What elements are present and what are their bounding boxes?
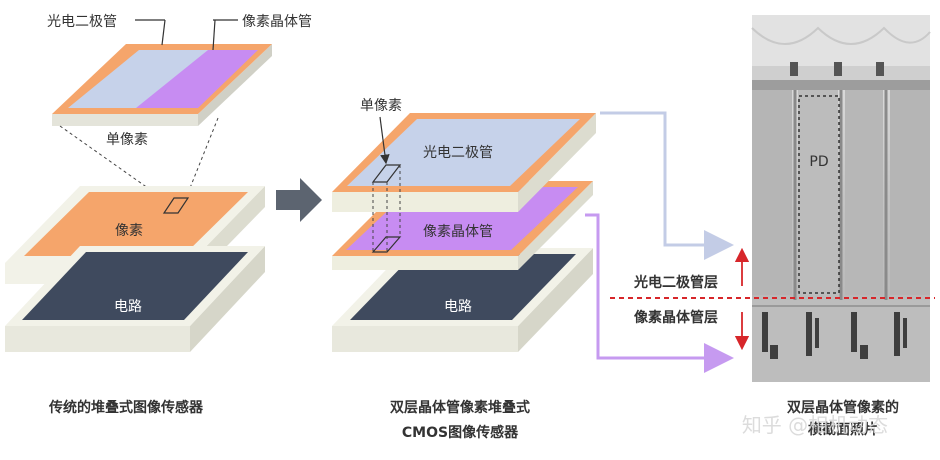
callout-line-photodiode	[161, 19, 166, 46]
pixel-bottom-marker	[371, 236, 402, 253]
left-caption: 传统的堆叠式图像传感器	[48, 399, 204, 416]
middle-photodiode-label: 光电二极管	[423, 145, 493, 161]
watermark: 知乎 @相机动态	[742, 413, 888, 437]
middle-single-pixel-label: 单像素	[360, 98, 402, 114]
callout-line-transistor	[212, 19, 216, 51]
middle-caption-line2: CMOS图像传感器	[402, 424, 519, 441]
pixel-layer-slab	[5, 186, 265, 284]
photodiode-connector-arrow	[600, 111, 734, 260]
transition-arrow	[276, 178, 322, 222]
single-pixel-marker	[162, 197, 190, 214]
pixel-transistor-region	[136, 50, 258, 108]
photodiode-layer-label: 光电二极管层	[633, 274, 718, 291]
middle-circuit-label: 电路	[444, 299, 472, 315]
right-caption-line2: 横截面照片	[808, 421, 878, 438]
pixel-layer-label: 像素	[115, 223, 143, 239]
pd-label: PD	[809, 154, 828, 170]
left-diagram: 光电二极管 像素晶体管 单像素 像素 电路 传统的堆叠式图像传感器	[5, 14, 312, 416]
photodiode-region	[68, 50, 210, 108]
callout-transistor-label: 像素晶体管	[242, 14, 312, 30]
transistor-connector-arrow	[585, 213, 734, 373]
single-pixel-tile	[52, 44, 272, 126]
middle-caption-line1: 双层晶体管像素堆叠式	[390, 399, 530, 416]
circuit-layer-slab	[5, 246, 265, 352]
callout-photodiode-label: 光电二极管	[47, 14, 117, 30]
circuit-layer-label: 电路	[114, 299, 142, 315]
cross-section-photo: PD	[751, 15, 931, 382]
middle-transistor-label: 像素晶体管	[423, 224, 493, 240]
right-caption-line1: 双层晶体管像素的	[787, 399, 899, 416]
middle-photodiode-slab	[332, 113, 596, 212]
single-pixel-label: 单像素	[106, 132, 148, 148]
middle-diagram: 电路 像素晶体管 光电二极管 单像素 双层晶体管像素堆叠式 CMOS图像传感器	[332, 98, 596, 441]
transistor-layer-label: 像素晶体管层	[634, 309, 718, 326]
pd-region-outline	[798, 95, 840, 294]
